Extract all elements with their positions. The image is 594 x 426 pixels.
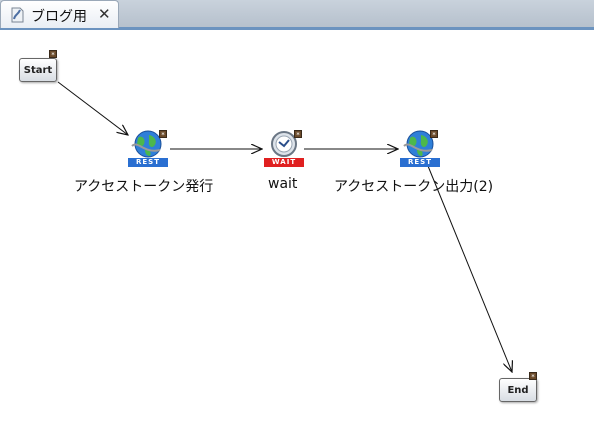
tab-bar-underline xyxy=(0,27,594,30)
tab-blog[interactable]: ブログ用 ✕ xyxy=(0,0,119,28)
rest2-node-marker: * xyxy=(430,130,438,139)
close-icon[interactable]: ✕ xyxy=(98,5,111,23)
end-node[interactable]: End xyxy=(499,378,537,402)
end-node-marker: * xyxy=(529,372,537,381)
wait-node-label: wait xyxy=(268,176,298,192)
edge-rest2-end[interactable] xyxy=(427,165,512,372)
edge-start-rest1[interactable] xyxy=(57,81,128,135)
wait-node-marker: * xyxy=(294,130,302,139)
end-node-label: End xyxy=(507,384,529,396)
flow-file-icon xyxy=(11,7,24,23)
flow-edges xyxy=(57,81,594,426)
flow-canvas[interactable]: Start * * REST アクセストークン発行 * WAIT wait * … xyxy=(0,30,594,426)
globe-icon[interactable] xyxy=(130,128,166,160)
tab-label: ブログ用 xyxy=(31,9,87,25)
globe-icon[interactable] xyxy=(402,128,438,160)
rest1-node-marker: * xyxy=(159,130,167,139)
clock-icon[interactable] xyxy=(268,130,300,158)
rest1-badge: REST xyxy=(128,158,168,167)
start-node-label: Start xyxy=(23,64,53,76)
start-node[interactable]: Start xyxy=(19,58,57,82)
wait-badge: WAIT xyxy=(264,158,304,167)
rest1-node-label: アクセストークン発行 xyxy=(74,179,214,195)
rest2-badge: REST xyxy=(400,158,440,167)
start-node-marker: * xyxy=(49,50,57,59)
rest2-node-label: アクセストークン出力(2) xyxy=(334,179,494,195)
